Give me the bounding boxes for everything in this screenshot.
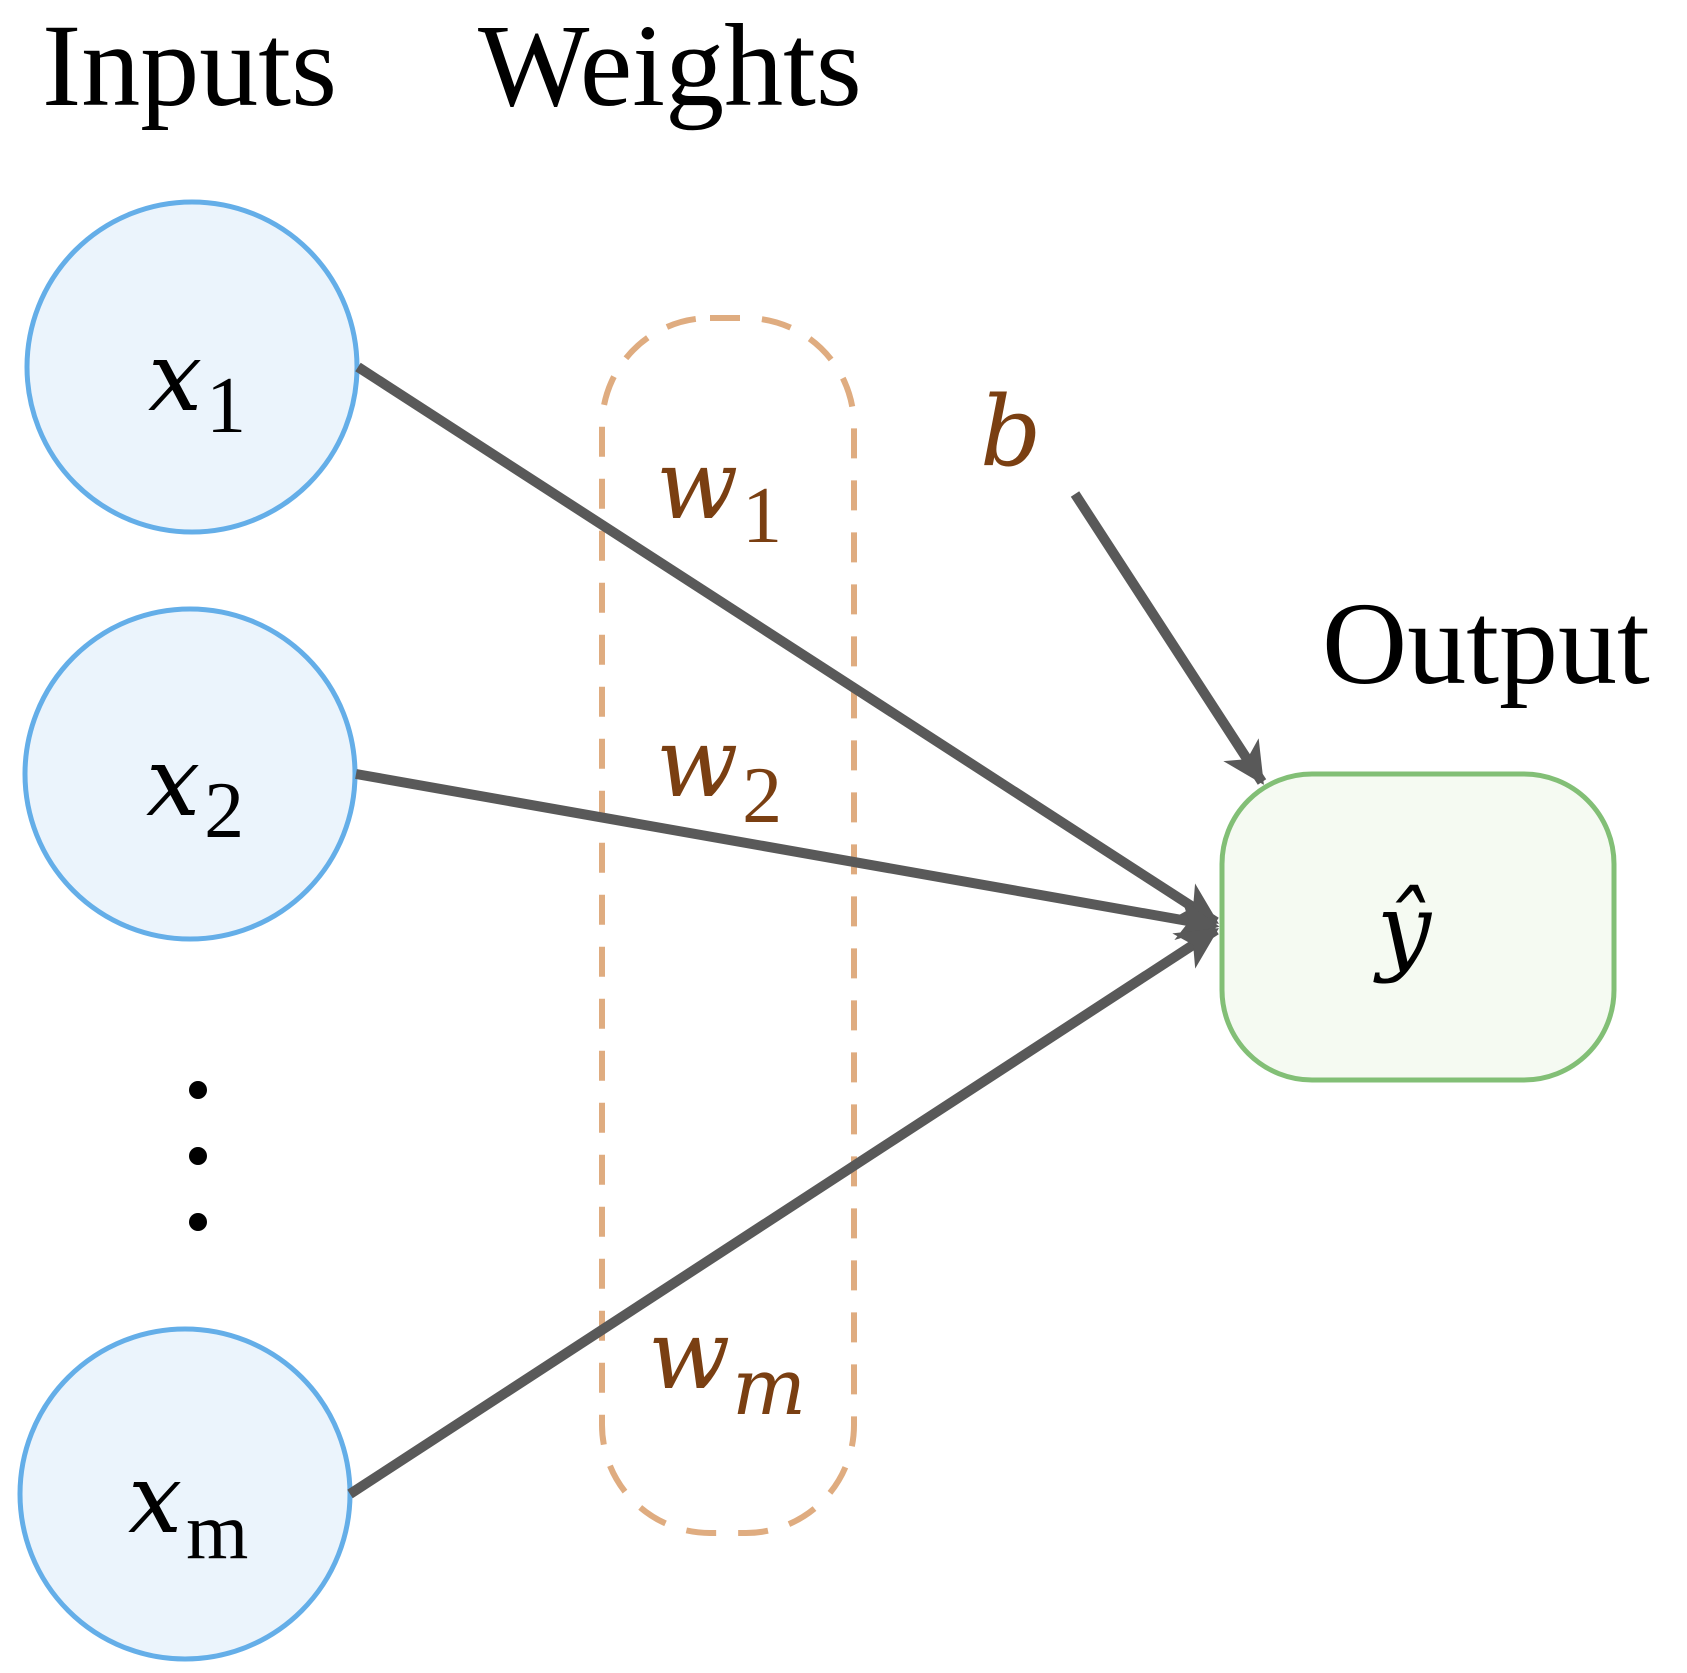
- input-label-x1: x1: [148, 321, 246, 450]
- weights-heading: Weights: [478, 0, 862, 131]
- connection-arrow-x1: [355, 362, 1219, 927]
- output-node-box: [1219, 771, 1617, 1083]
- input-symbol: x: [146, 726, 200, 838]
- connection-arrow-x2: [355, 769, 1220, 940]
- weight-label-wm: wm: [648, 1299, 806, 1433]
- weights-group-box: [599, 315, 857, 1536]
- input-node-circle: [22, 606, 358, 942]
- output-heading: Output: [1322, 578, 1650, 709]
- input-symbol: x: [148, 321, 202, 433]
- weight-symbol: w: [648, 1299, 730, 1411]
- weight-subscript: 2: [742, 752, 782, 840]
- inputs-heading: Inputs: [42, 0, 337, 131]
- weight-label-w1: w1: [656, 429, 782, 560]
- ellipsis-dot: [189, 1147, 207, 1165]
- weight-subscript: m: [732, 1343, 806, 1433]
- input-symbol: x: [128, 1443, 182, 1555]
- output-node: ŷ: [1219, 771, 1617, 1083]
- input-subscript: 2: [204, 767, 244, 855]
- bias-label: b: [980, 376, 1041, 488]
- input-subscript: m: [186, 1488, 248, 1576]
- weight-symbol: w: [656, 707, 738, 819]
- weight-subscript: 1: [742, 472, 782, 560]
- input-node-xm: xm: [17, 1326, 353, 1662]
- input-label-xm: xm: [128, 1443, 248, 1576]
- ellipsis-dots: [189, 1081, 207, 1231]
- connection-arrow-xm: [347, 925, 1219, 1499]
- input-label-x2: x2: [146, 726, 244, 855]
- input-subscript: 1: [206, 362, 246, 450]
- input-node-circle: [24, 199, 360, 535]
- input-node-x1: x1: [24, 199, 360, 535]
- input-node-circle: [17, 1326, 353, 1662]
- ellipsis-dot: [189, 1081, 207, 1099]
- input-node-x2: x2: [22, 606, 358, 942]
- ellipsis-dot: [189, 1213, 207, 1231]
- weight-symbol: w: [656, 429, 738, 541]
- output-label-yhat: ŷ: [1373, 873, 1433, 985]
- weight-label-w2: w2: [656, 707, 782, 840]
- bias-arrow: [1070, 491, 1267, 785]
